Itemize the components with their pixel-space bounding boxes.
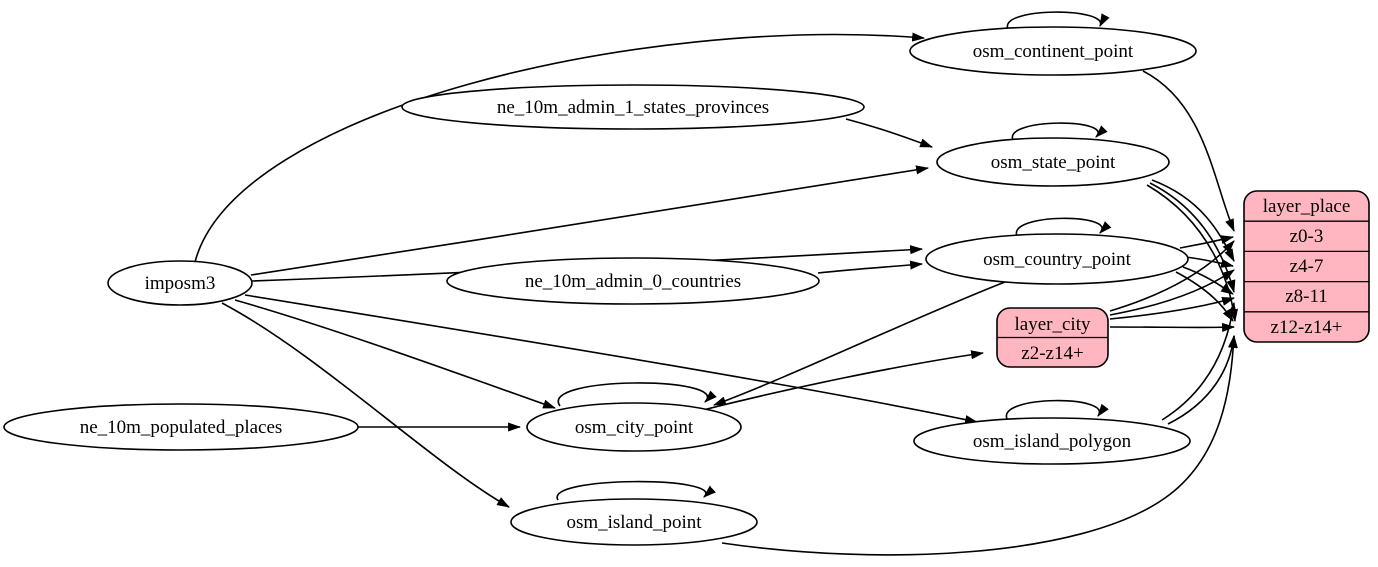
node-imposm3: imposm3 bbox=[107, 260, 253, 306]
node-ne-10m-admin-1-states-provinces-shape bbox=[401, 84, 865, 130]
edge-self-loop-osm-city-point bbox=[557, 382, 717, 407]
record-layer-place-row-z12-z14: z12-z14+ bbox=[1271, 317, 1343, 338]
node-ne-10m-admin-0-countries-shape bbox=[446, 257, 820, 305]
edge-osm-country-point-to-layer-place-z8-11 bbox=[1182, 266, 1234, 295]
node-osm-island-point-shape bbox=[510, 498, 758, 546]
node-osm-state-point: osm_state_point bbox=[936, 137, 1170, 187]
edge-osm-island-polygon-to-layer-place-z8-11 bbox=[1161, 301, 1237, 421]
edge-osm-state-point-to-layer-place-z4-7 bbox=[1151, 179, 1235, 262]
node-osm-island-polygon-label: osm_island_polygon bbox=[973, 431, 1132, 452]
node-osm-country-point-label: osm_country_point bbox=[983, 249, 1131, 270]
node-ne-10m-populated-places: ne_10m_populated_places bbox=[3, 403, 359, 451]
node-osm-island-polygon-shape bbox=[913, 417, 1191, 465]
edge-self-loop-osm-country-point bbox=[1015, 217, 1112, 237]
edge-osm-city-point-to-layer-city bbox=[702, 350, 985, 411]
node-osm-island-point: osm_island_point bbox=[510, 498, 758, 546]
node-osm-island-polygon: osm_island_polygon bbox=[913, 417, 1191, 465]
record-layer-place-row-z0-3: z0-3 bbox=[1290, 226, 1324, 247]
node-osm-country-point: osm_country_point bbox=[925, 233, 1189, 285]
edge-osm-state-point-to-layer-place-z8-11 bbox=[1149, 182, 1236, 294]
edge-imposm3-to-osm-state-point bbox=[250, 165, 930, 276]
edge-osm-country-point-to-osm-city-point bbox=[712, 281, 1006, 406]
node-osm-island-point-label: osm_island_point bbox=[566, 512, 702, 533]
edge-osm-country-point-to-layer-place-z12-z14 bbox=[1175, 271, 1234, 322]
node-ne-10m-admin-0-countries: ne_10m_admin_0_countries bbox=[446, 257, 820, 305]
edge-imposm3-to-osm-city-point bbox=[234, 299, 557, 409]
edge-imposm3-to-osm-island-point bbox=[221, 302, 510, 508]
edge-ne-10m-admin-0-countries-to-osm-country-point bbox=[817, 260, 924, 274]
edge-osm-country-point-to-layer-place-z0-3 bbox=[1179, 235, 1235, 249]
edge-imposm3-to-osm-continent-point bbox=[194, 32, 926, 263]
edge-self-loop-osm-island-polygon bbox=[1005, 399, 1109, 420]
node-imposm3-label: imposm3 bbox=[145, 273, 216, 294]
edge-osm-island-point-to-layer-place-z12-z14 bbox=[721, 334, 1238, 556]
edge-layer-city-to-layer-place-z4-7 bbox=[1109, 269, 1235, 316]
node-osm-city-point-label: osm_city_point bbox=[575, 417, 694, 438]
record-layer-city: layer_city z2-z14+ bbox=[996, 307, 1109, 368]
node-imposm3-shape bbox=[107, 260, 253, 306]
node-osm-city-point: osm_city_point bbox=[526, 402, 742, 452]
node-osm-continent-point-shape bbox=[909, 26, 1197, 76]
edge-osm-island-polygon-to-layer-place-z12-z14 bbox=[1167, 334, 1238, 425]
node-ne-10m-admin-1-states-provinces: ne_10m_admin_1_states_provinces bbox=[401, 84, 865, 130]
record-layer-place: layer_place z0-3 z4-7 z8-11 z12-z14+ bbox=[1243, 190, 1370, 343]
edge-ne-10m-admin-1-states-provinces-to-osm-state-point bbox=[845, 118, 934, 148]
edge-self-loop-osm-state-point bbox=[1011, 122, 1108, 141]
edge-osm-continent-point-to-layer-place-z0-3 bbox=[1142, 70, 1235, 233]
edge-imposm3-to-osm-island-polygon bbox=[244, 294, 979, 425]
node-osm-state-point-shape bbox=[936, 137, 1170, 187]
node-ne-10m-admin-1-states-provinces-label: ne_10m_admin_1_states_provinces bbox=[497, 97, 769, 118]
node-ne-10m-populated-places-label: ne_10m_populated_places bbox=[80, 417, 283, 438]
edge-osm-country-point-to-layer-place-z4-7 bbox=[1185, 256, 1235, 268]
node-osm-country-point-shape bbox=[925, 233, 1189, 285]
edge-self-loop-osm-continent-point bbox=[1006, 11, 1110, 30]
record-layer-place-title: layer_place bbox=[1263, 196, 1351, 217]
node-ne-10m-admin-0-countries-label: ne_10m_admin_0_countries bbox=[525, 271, 741, 292]
node-ne-10m-populated-places-shape bbox=[3, 403, 359, 451]
record-layer-place-row-z4-7: z4-7 bbox=[1290, 256, 1324, 277]
node-osm-state-point-label: osm_state_point bbox=[991, 152, 1116, 173]
node-osm-continent-point-label: osm_continent_point bbox=[973, 41, 1134, 62]
edge-self-loop-osm-island-point bbox=[556, 480, 716, 501]
edges-layer bbox=[194, 11, 1238, 556]
edge-layer-city-to-layer-place-z8-11 bbox=[1109, 296, 1236, 320]
record-layer-place-box bbox=[1243, 190, 1370, 343]
record-layer-city-title: layer_city bbox=[1015, 314, 1091, 335]
record-layer-city-row-z2-z14: z2-z14+ bbox=[1021, 343, 1083, 364]
node-osm-city-point-shape bbox=[526, 402, 742, 452]
node-osm-continent-point: osm_continent_point bbox=[909, 26, 1197, 76]
record-layer-place-row-z8-11: z8-11 bbox=[1285, 286, 1328, 307]
